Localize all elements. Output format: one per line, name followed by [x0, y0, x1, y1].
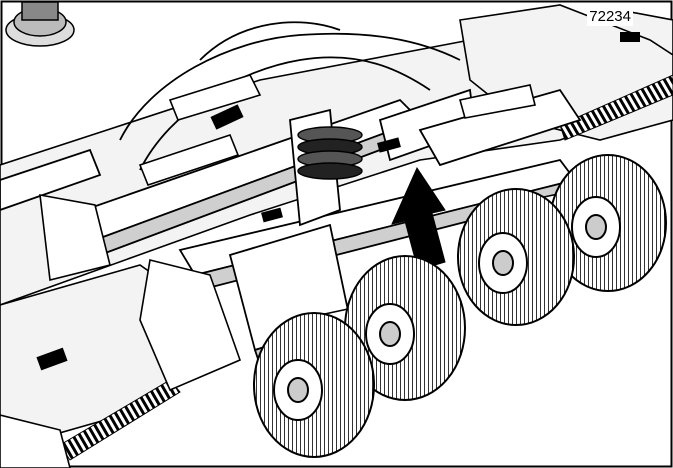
hardware-bits	[36, 32, 640, 371]
hydraulic-cylinders	[138, 74, 536, 186]
left-arms	[0, 194, 242, 468]
suspension-springs	[297, 126, 363, 180]
wheel-front-left	[253, 312, 375, 458]
hub-top-left	[5, 1, 75, 47]
hydraulic-hoses	[119, 21, 461, 171]
wheel-rear-left	[457, 188, 575, 326]
figure-number: 72234	[587, 8, 633, 26]
wheel-front-right	[344, 255, 466, 401]
